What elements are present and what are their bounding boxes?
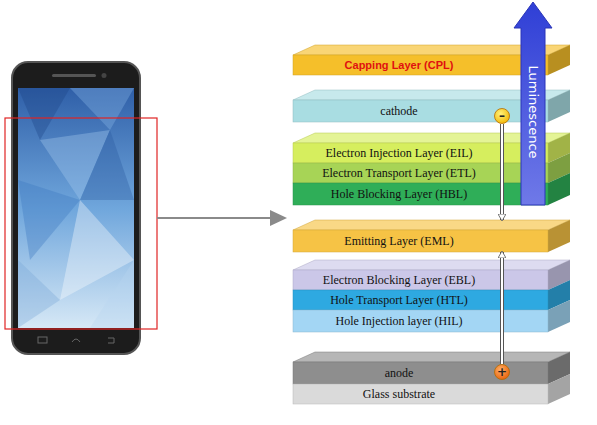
slab-front: [293, 230, 548, 252]
anode-layer-shape: [293, 352, 570, 384]
nav-icon: [108, 338, 114, 343]
phone-body: [12, 62, 140, 354]
layer-label: +: [494, 364, 510, 380]
layer-label: Electron Blocking Layer (EBL): [293, 270, 505, 290]
glass-substrate: Glass substrate: [293, 384, 570, 404]
layer-label: Glass substrate: [293, 384, 505, 404]
slab-front: [293, 163, 548, 183]
charge-circle: [495, 365, 510, 380]
screen-pattern: [18, 88, 134, 328]
htl-layer: Hole Transport Layer (HTL): [293, 290, 570, 310]
layer-label: Hole Blocking Layer (HBL): [293, 183, 505, 205]
hole-charge: +: [494, 364, 510, 380]
hil-layer: Hole Injection layer (HIL): [293, 310, 570, 332]
phone-speaker: [52, 74, 96, 77]
slab-side: [548, 45, 570, 75]
nav-icon: [38, 337, 47, 343]
slab-top: [293, 90, 570, 100]
layer-label: Luminescence: [526, 65, 541, 158]
layer-label: –: [494, 108, 510, 124]
slab-top: [293, 133, 570, 143]
zoom-box: [5, 118, 157, 329]
layer-label: Capping Layer (CPL): [293, 55, 505, 75]
slab-front: [293, 310, 548, 332]
phone-camera: [102, 73, 107, 78]
layer-label: cathode: [293, 100, 505, 122]
electron-charge: –: [494, 108, 510, 124]
emitting-layer: Emitting Layer (EML): [293, 220, 570, 252]
slab-front: [293, 270, 548, 290]
slab-front: [293, 100, 548, 122]
layer-label: Hole Transport Layer (HTL): [293, 290, 505, 310]
layer-label: Electron Transport Layer (ETL): [293, 163, 505, 183]
slab-side: [548, 220, 570, 252]
slab-side: [548, 90, 570, 122]
phone-screen: [18, 88, 134, 328]
zoom-arrow: [157, 217, 272, 219]
slab-front: [293, 384, 548, 404]
slab-front: [293, 362, 548, 384]
layer-label: Electron Injection Layer (EIL): [293, 143, 505, 163]
nav-icon: [72, 339, 80, 342]
slab-top: [293, 352, 570, 362]
slab-top: [293, 260, 570, 270]
luminescence-arrow: Luminescence: [514, 2, 552, 205]
layer-label: Hole Injection layer (HIL): [293, 310, 505, 332]
slab-front: [293, 290, 548, 310]
slab-side: [548, 374, 570, 404]
zoom-arrowhead: [270, 210, 287, 226]
ebl-layer: Electron Blocking Layer (EBL): [293, 260, 570, 290]
layer-label: Emitting Layer (EML): [293, 230, 505, 252]
slab-side: [548, 173, 570, 205]
slab-front: [293, 55, 548, 75]
slab-top: [293, 220, 570, 230]
anode-layer: anode: [293, 352, 570, 384]
layer-label: anode: [293, 362, 505, 384]
charge-circle: [495, 109, 510, 124]
slab-side: [548, 300, 570, 332]
slab-front: [293, 143, 548, 163]
slab-front: [293, 183, 548, 205]
